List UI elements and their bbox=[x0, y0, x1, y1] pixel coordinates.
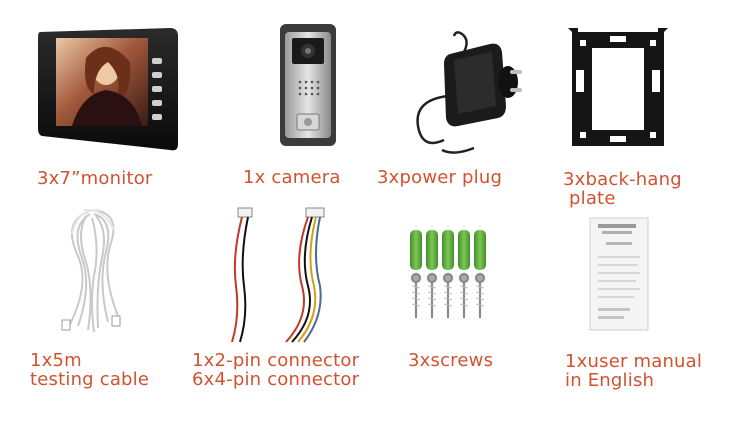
camera-label: 1x camera bbox=[243, 168, 341, 187]
power-plug-label-line: 3xpower plug bbox=[377, 167, 503, 188]
testing-cable-label-line-2: testing cable bbox=[30, 369, 150, 390]
connector-item bbox=[222, 206, 342, 346]
monitor-label: 3x7”monitor bbox=[37, 169, 153, 188]
back-hang-plate-label-line-1: 3xback-hang bbox=[563, 169, 682, 190]
user-manual-item bbox=[588, 216, 650, 332]
camera-item bbox=[280, 24, 336, 146]
testing-cable-label-line-1: 1x5m bbox=[30, 350, 82, 371]
screws-label: 3xscrews bbox=[408, 351, 493, 370]
connector-label-line-1: 1x2-pin connector bbox=[192, 350, 360, 371]
testing-cable-label: 1x5m testing cable bbox=[30, 351, 149, 389]
monitor-label-line: 3x7”monitor bbox=[37, 168, 153, 189]
camera-label-line: 1x camera bbox=[243, 167, 341, 188]
connector-label: 1x2-pin connector 6x4-pin connector bbox=[192, 351, 359, 389]
camera-icon bbox=[280, 24, 336, 146]
testing-cable-item bbox=[48, 206, 138, 342]
connector-icon bbox=[231, 207, 325, 343]
monitor-item bbox=[38, 28, 184, 152]
power-plug-icon bbox=[416, 31, 522, 154]
testing-cable-icon bbox=[61, 208, 121, 333]
user-manual-icon bbox=[589, 217, 649, 331]
power-plug-label: 3xpower plug bbox=[377, 168, 502, 187]
back-hang-plate-label: 3xback-hang plate bbox=[563, 170, 682, 208]
connector-label-line-2: 6x4-pin connector bbox=[192, 369, 360, 390]
power-plug-item bbox=[414, 30, 524, 156]
user-manual-label: 1xuser manual in English bbox=[565, 352, 702, 390]
monitor-icon bbox=[38, 28, 178, 151]
user-manual-label-line-2: in English bbox=[565, 370, 655, 391]
back-hang-plate-label-line-2: plate bbox=[569, 188, 616, 209]
screws-label-line: 3xscrews bbox=[408, 350, 494, 371]
back-hang-plate-icon bbox=[568, 28, 668, 146]
screws-item bbox=[404, 226, 494, 322]
screws-icon bbox=[410, 230, 486, 318]
user-manual-label-line-1: 1xuser manual bbox=[565, 351, 703, 372]
back-hang-plate-item bbox=[566, 26, 670, 152]
